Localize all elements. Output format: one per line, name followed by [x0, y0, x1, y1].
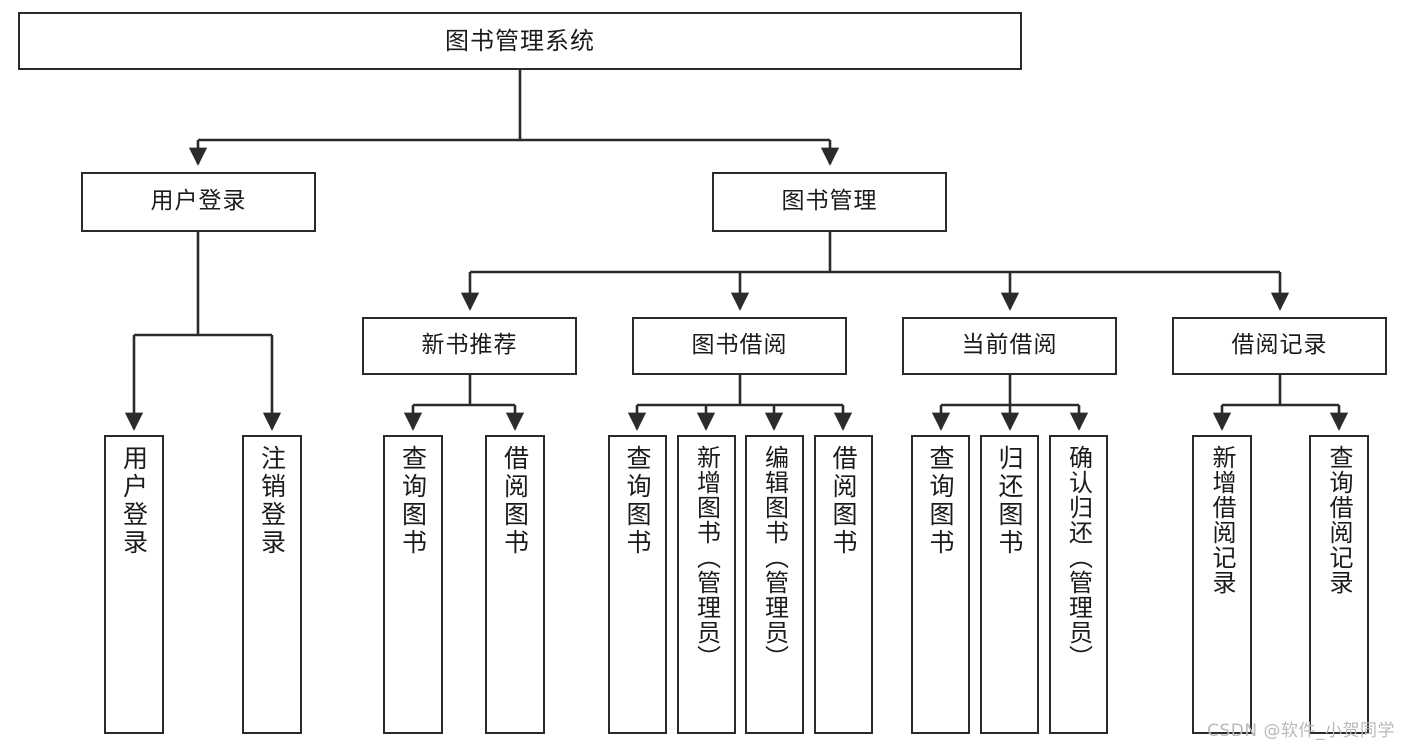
node-borrowing-records[interactable]: 借阅记录	[1172, 317, 1387, 375]
leaf-return-books[interactable]: 归还图书	[980, 435, 1039, 734]
node-label: 借阅记录	[1231, 332, 1328, 359]
node-label: 编辑图书（管理员）	[760, 445, 789, 670]
leaf-edit-book-admin[interactable]: 编辑图书（管理员）	[745, 435, 804, 734]
leaf-query-borrow-record[interactable]: 查询借阅记录	[1309, 435, 1369, 734]
node-label: 确认归还（管理员）	[1064, 445, 1093, 670]
node-label: 当前借阅	[961, 332, 1058, 359]
leaf-query-books-new-book[interactable]: 查询图书	[383, 435, 443, 734]
node-label: 查询图书	[926, 445, 955, 557]
node-label: 新增图书（管理员）	[692, 445, 721, 670]
node-label: 用户登录	[150, 188, 247, 215]
node-label: 归还图书	[995, 445, 1024, 557]
leaf-add-borrow-record[interactable]: 新增借阅记录	[1192, 435, 1252, 734]
watermark-csdn: CSDN @软件_小贺同学	[1207, 721, 1395, 741]
node-label: 图书管理系统	[445, 26, 595, 55]
leaf-confirm-return-admin[interactable]: 确认归还（管理员）	[1049, 435, 1108, 734]
node-book-management[interactable]: 图书管理	[712, 172, 947, 232]
leaf-query-books-borrow[interactable]: 查询图书	[608, 435, 667, 734]
node-user-login[interactable]: 用户登录	[81, 172, 316, 232]
leaf-borrow-books-new-book[interactable]: 借阅图书	[485, 435, 545, 734]
leaf-logout[interactable]: 注销登录	[242, 435, 302, 734]
leaf-query-books-current[interactable]: 查询图书	[911, 435, 970, 734]
leaf-add-book-admin[interactable]: 新增图书（管理员）	[677, 435, 736, 734]
node-new-book-recommendation[interactable]: 新书推荐	[362, 317, 577, 375]
node-label: 注销登录	[257, 445, 287, 557]
node-label: 图书借阅	[691, 332, 788, 359]
node-label: 查询借阅记录	[1325, 445, 1353, 595]
leaf-borrow-books[interactable]: 借阅图书	[814, 435, 873, 734]
node-label: 借阅图书	[829, 445, 858, 557]
node-current-borrowing[interactable]: 当前借阅	[902, 317, 1117, 375]
node-label: 图书管理	[781, 188, 878, 215]
node-label: 新书推荐	[421, 332, 518, 359]
node-book-borrowing[interactable]: 图书借阅	[632, 317, 847, 375]
node-root-book-management-system[interactable]: 图书管理系统	[18, 12, 1022, 70]
node-label: 查询图书	[398, 445, 428, 557]
node-label: 新增借阅记录	[1208, 445, 1236, 595]
leaf-user-login[interactable]: 用户登录	[104, 435, 164, 734]
node-label: 用户登录	[119, 445, 149, 557]
node-label: 借阅图书	[500, 445, 530, 557]
node-label: 查询图书	[623, 445, 652, 557]
